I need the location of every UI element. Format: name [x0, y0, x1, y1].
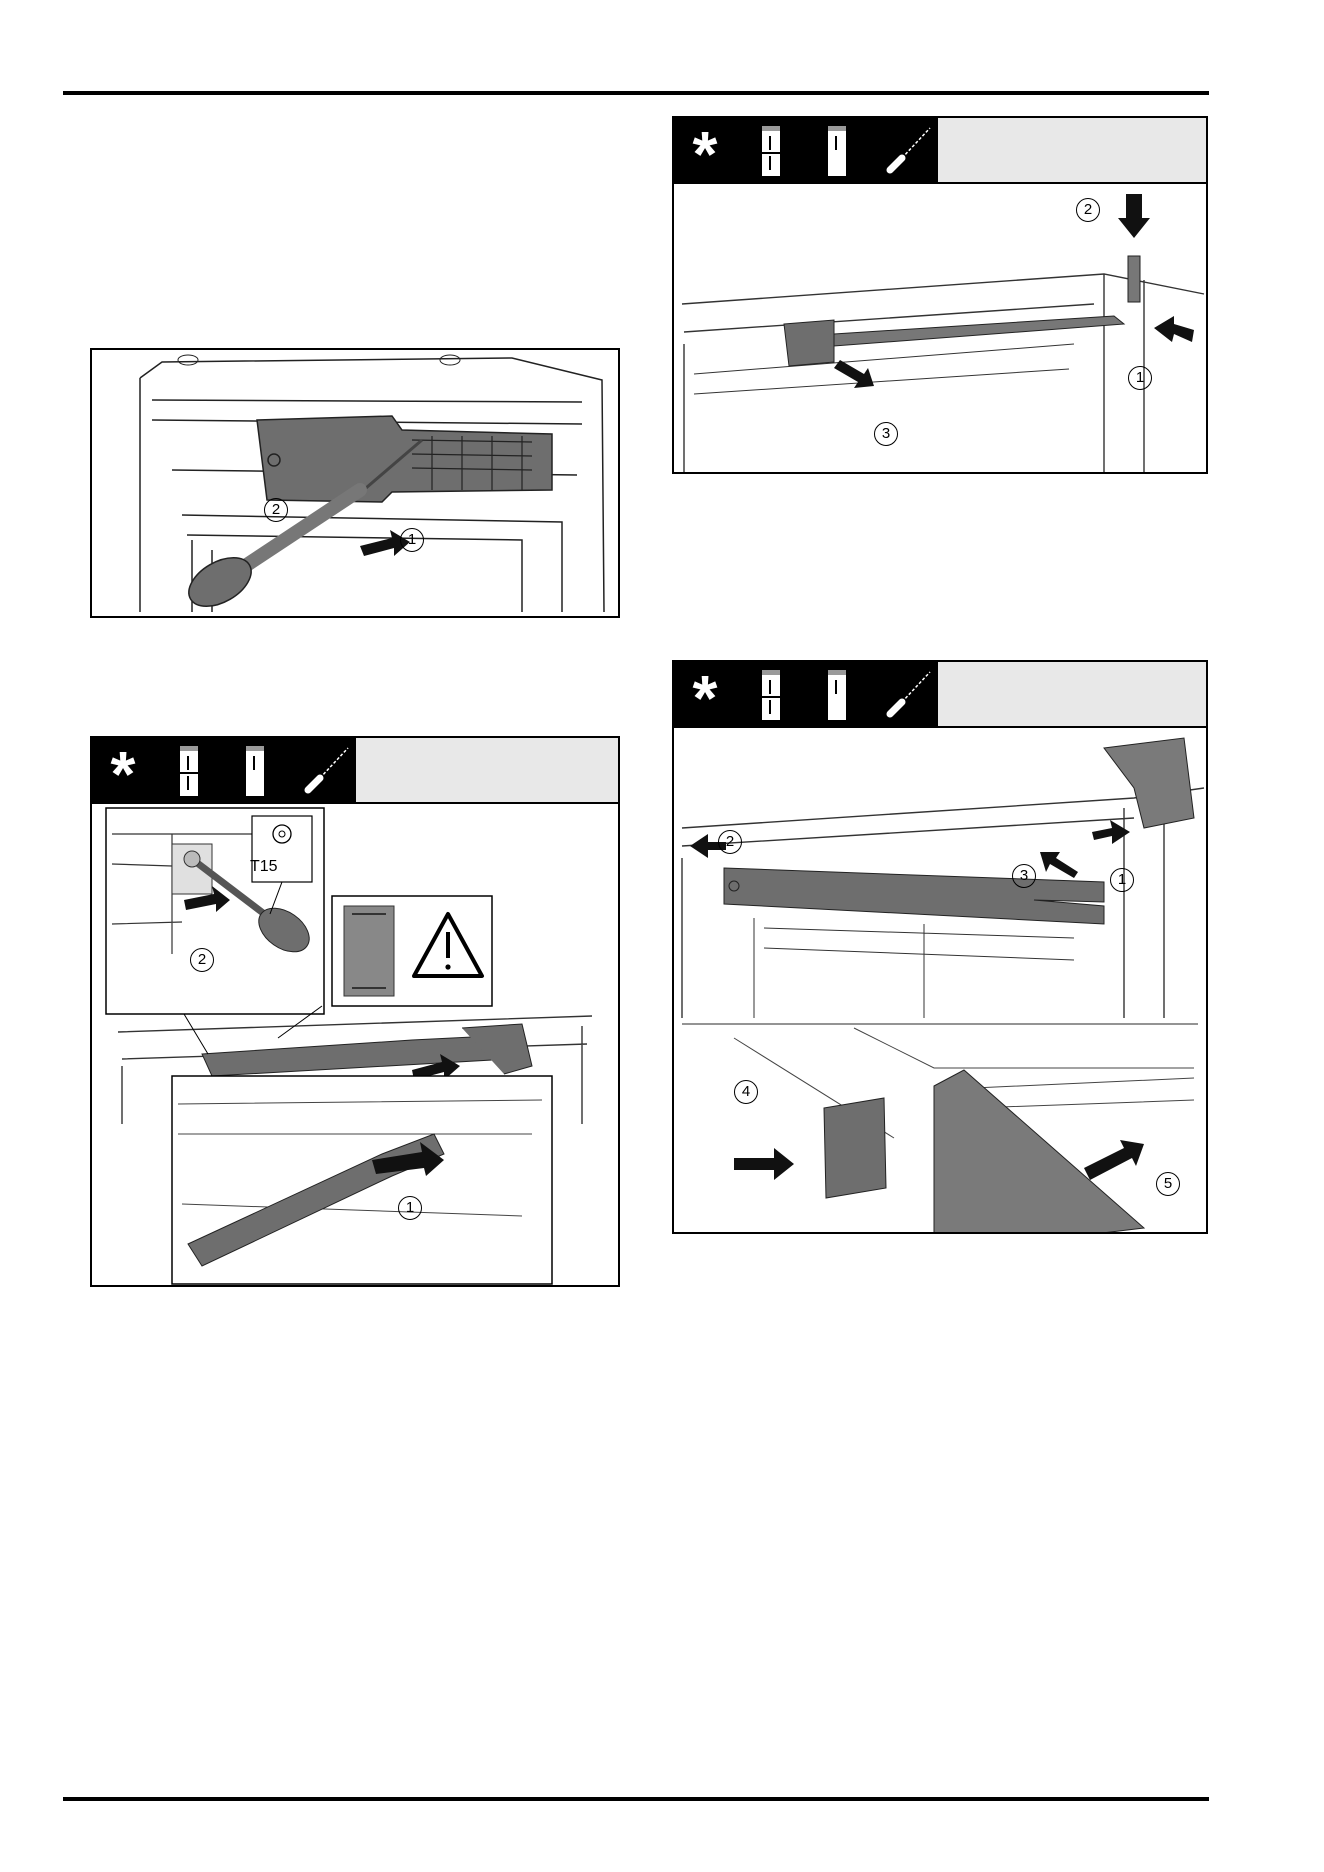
fridge-icon	[806, 662, 868, 728]
callout-4: 4	[734, 1080, 758, 1104]
asterisk-icon: *	[674, 118, 736, 184]
figure-3-hinge-pin: * 2 1 3	[672, 116, 1208, 474]
figure-1-remove-hinge-cover: 1 2	[90, 348, 620, 618]
callout-3: 3	[874, 422, 898, 446]
fridge-icon	[224, 738, 286, 804]
figure-4-drawing	[674, 728, 1206, 1234]
callout-2: 2	[264, 498, 288, 522]
callout-2: 2	[1076, 198, 1100, 222]
fridge-freezer-icon	[158, 738, 220, 804]
asterisk-icon: *	[92, 738, 154, 804]
screwdriver-icon	[290, 738, 356, 804]
top-rule	[63, 91, 1209, 95]
fridge-freezer-icon	[740, 118, 802, 184]
figure-4-header: *	[674, 662, 1206, 728]
callout-1: 1	[400, 528, 424, 552]
callout-2: 2	[190, 948, 214, 972]
callout-2: 2	[718, 830, 742, 854]
figure-2-drawing	[92, 804, 618, 1287]
screwdriver-icon	[872, 118, 938, 184]
figure-2-header: *	[92, 738, 618, 804]
screwdriver-icon	[872, 662, 938, 728]
figure-2-install-hinge-tool: *	[90, 736, 620, 1287]
torx-t15-label: T15	[250, 858, 278, 876]
fridge-freezer-icon	[740, 662, 802, 728]
callout-3: 3	[1012, 864, 1036, 888]
callout-1: 1	[398, 1196, 422, 1220]
figure-3-drawing	[674, 184, 1206, 474]
figure-4-door-mounting: * 2 3 1 4 5	[672, 660, 1208, 1234]
callout-1: 1	[1110, 868, 1134, 892]
callout-5: 5	[1156, 1172, 1180, 1196]
bottom-rule	[63, 1797, 1209, 1801]
figure-1-drawing	[92, 350, 618, 616]
figure-3-header: *	[674, 118, 1206, 184]
asterisk-icon: *	[674, 662, 736, 728]
fridge-icon	[806, 118, 868, 184]
callout-1: 1	[1128, 366, 1152, 390]
